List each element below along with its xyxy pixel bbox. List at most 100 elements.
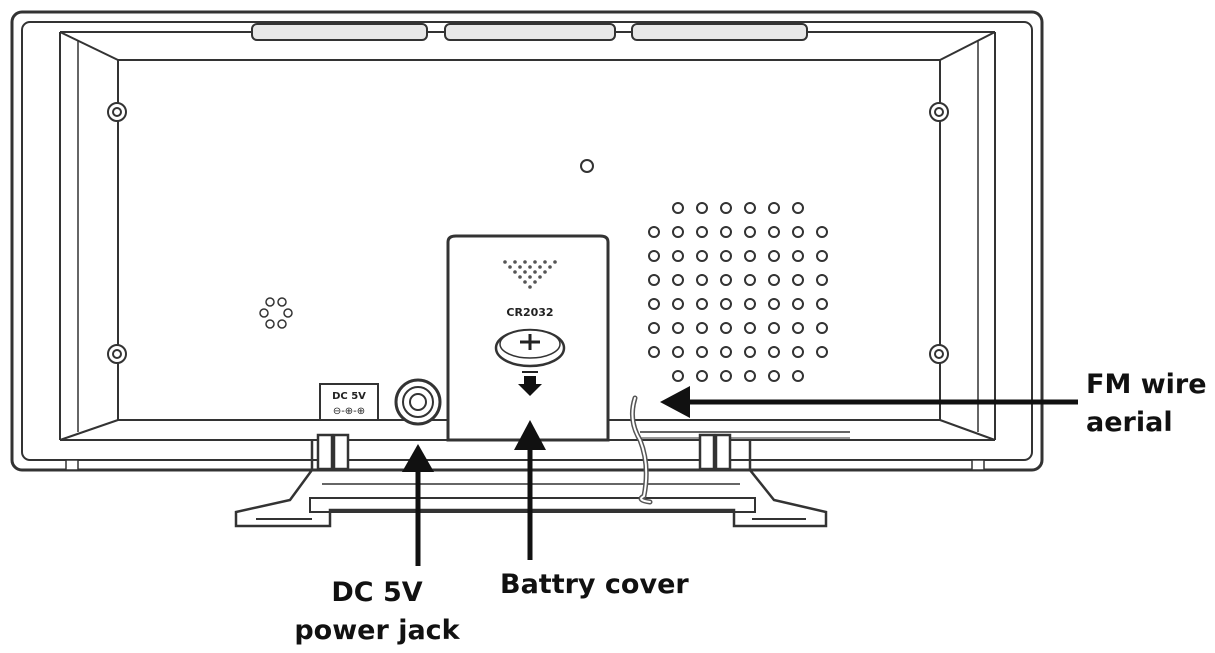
grille-hole — [792, 298, 804, 310]
bevel-line — [59, 31, 119, 61]
grille-hole — [744, 250, 756, 262]
grille-hole — [696, 226, 708, 238]
grip-dot — [543, 260, 547, 264]
grille-hole — [744, 274, 756, 286]
grille-hole — [792, 346, 804, 358]
grip-dot — [503, 260, 507, 264]
battery-cover-label-text: Battry cover — [500, 569, 689, 600]
grille-hole — [768, 250, 780, 262]
grille-hole — [792, 274, 804, 286]
grille-hole — [744, 370, 756, 382]
grille-hole — [648, 322, 660, 334]
grip-dot — [523, 260, 527, 264]
grille-hole — [792, 226, 804, 238]
power-jack-label-line1: DC 5V — [331, 577, 423, 608]
grip-pattern — [503, 260, 557, 289]
grille-hole — [792, 322, 804, 334]
battery-cover-label: Battry cover — [500, 566, 689, 604]
power-arrow-head — [402, 444, 434, 472]
grille-hole — [720, 274, 732, 286]
grip-dot — [533, 270, 537, 274]
grille-hole — [768, 226, 780, 238]
screws — [107, 102, 949, 364]
grille-hole — [720, 346, 732, 358]
grille-hole — [672, 226, 684, 238]
grille-hole — [672, 274, 684, 286]
speaker-grille — [648, 202, 828, 382]
grille-hole — [744, 226, 756, 238]
grille-hole — [792, 250, 804, 262]
grip-dot — [548, 265, 552, 269]
bevel-line — [59, 419, 119, 441]
grille-hole — [696, 322, 708, 334]
grille-hole — [696, 274, 708, 286]
grille-hole — [648, 226, 660, 238]
grille-hole — [744, 202, 756, 214]
grille-hole — [672, 322, 684, 334]
grille-hole — [816, 250, 828, 262]
grip-dot — [528, 285, 532, 289]
bevel-line — [939, 419, 996, 441]
grille-hole — [672, 298, 684, 310]
grip-dot — [538, 275, 542, 279]
grille-hole — [696, 370, 708, 382]
down-arrow-icon — [518, 376, 542, 396]
top-button-right — [631, 23, 808, 41]
grille-hole — [768, 202, 780, 214]
grip-dot — [528, 275, 532, 279]
power-jack-label-line2: power jack — [294, 615, 460, 646]
grip-dot — [523, 280, 527, 284]
grip-dot — [518, 265, 522, 269]
grille-hole — [768, 298, 780, 310]
grip-dot — [538, 265, 542, 269]
grille-hole — [816, 322, 828, 334]
fm-arrow-head — [660, 386, 690, 418]
grille-hole — [696, 250, 708, 262]
grille-hole — [672, 202, 684, 214]
fm-wire-aerial — [629, 395, 653, 505]
screw — [112, 349, 122, 359]
battery-arrow-head — [514, 420, 546, 450]
grille-hole — [672, 346, 684, 358]
dc-label-line2: ⊖-⊕-⊕ — [333, 406, 365, 417]
grille-hole — [720, 250, 732, 262]
grip-dot — [553, 260, 557, 264]
grille-hole — [720, 226, 732, 238]
battery-type-label: CR2032 — [506, 306, 553, 319]
grip-dot — [513, 260, 517, 264]
grille-hole — [648, 346, 660, 358]
grille-hole — [720, 322, 732, 334]
grille-hole — [744, 322, 756, 334]
top-button-left — [251, 23, 428, 41]
fm-aerial-label-line2: aerial — [1086, 407, 1173, 438]
coin-cell-icon — [494, 328, 566, 368]
battery-cover[interactable]: CR2032 — [446, 234, 610, 442]
grille-hole — [696, 298, 708, 310]
grille-hole — [816, 346, 828, 358]
grille-hole — [720, 202, 732, 214]
grille-hole — [744, 346, 756, 358]
power-jack-label: DC 5V power jack — [282, 574, 472, 650]
grip-dot — [508, 265, 512, 269]
dc-label-line1: DC 5V — [332, 391, 366, 402]
grip-dot — [528, 265, 532, 269]
grille-hole — [672, 250, 684, 262]
grille-hole — [672, 370, 684, 382]
grille-hole — [816, 274, 828, 286]
small-vent — [259, 297, 293, 329]
grille-hole — [816, 226, 828, 238]
grille-hole — [792, 370, 804, 382]
grip-dot — [533, 260, 537, 264]
callout-arrows — [402, 386, 1078, 566]
fm-aerial-label-line1: FM wire — [1086, 369, 1207, 400]
dc-label-box: DC 5V ⊖-⊕-⊕ — [319, 383, 379, 421]
grip-dot — [518, 275, 522, 279]
grille-hole — [816, 298, 828, 310]
fm-aerial-label: FM wire aerial — [1086, 366, 1207, 442]
dc-power-jack[interactable] — [394, 378, 442, 426]
housing-inner — [21, 21, 1033, 461]
grille-hole — [696, 346, 708, 358]
grille-hole — [792, 202, 804, 214]
